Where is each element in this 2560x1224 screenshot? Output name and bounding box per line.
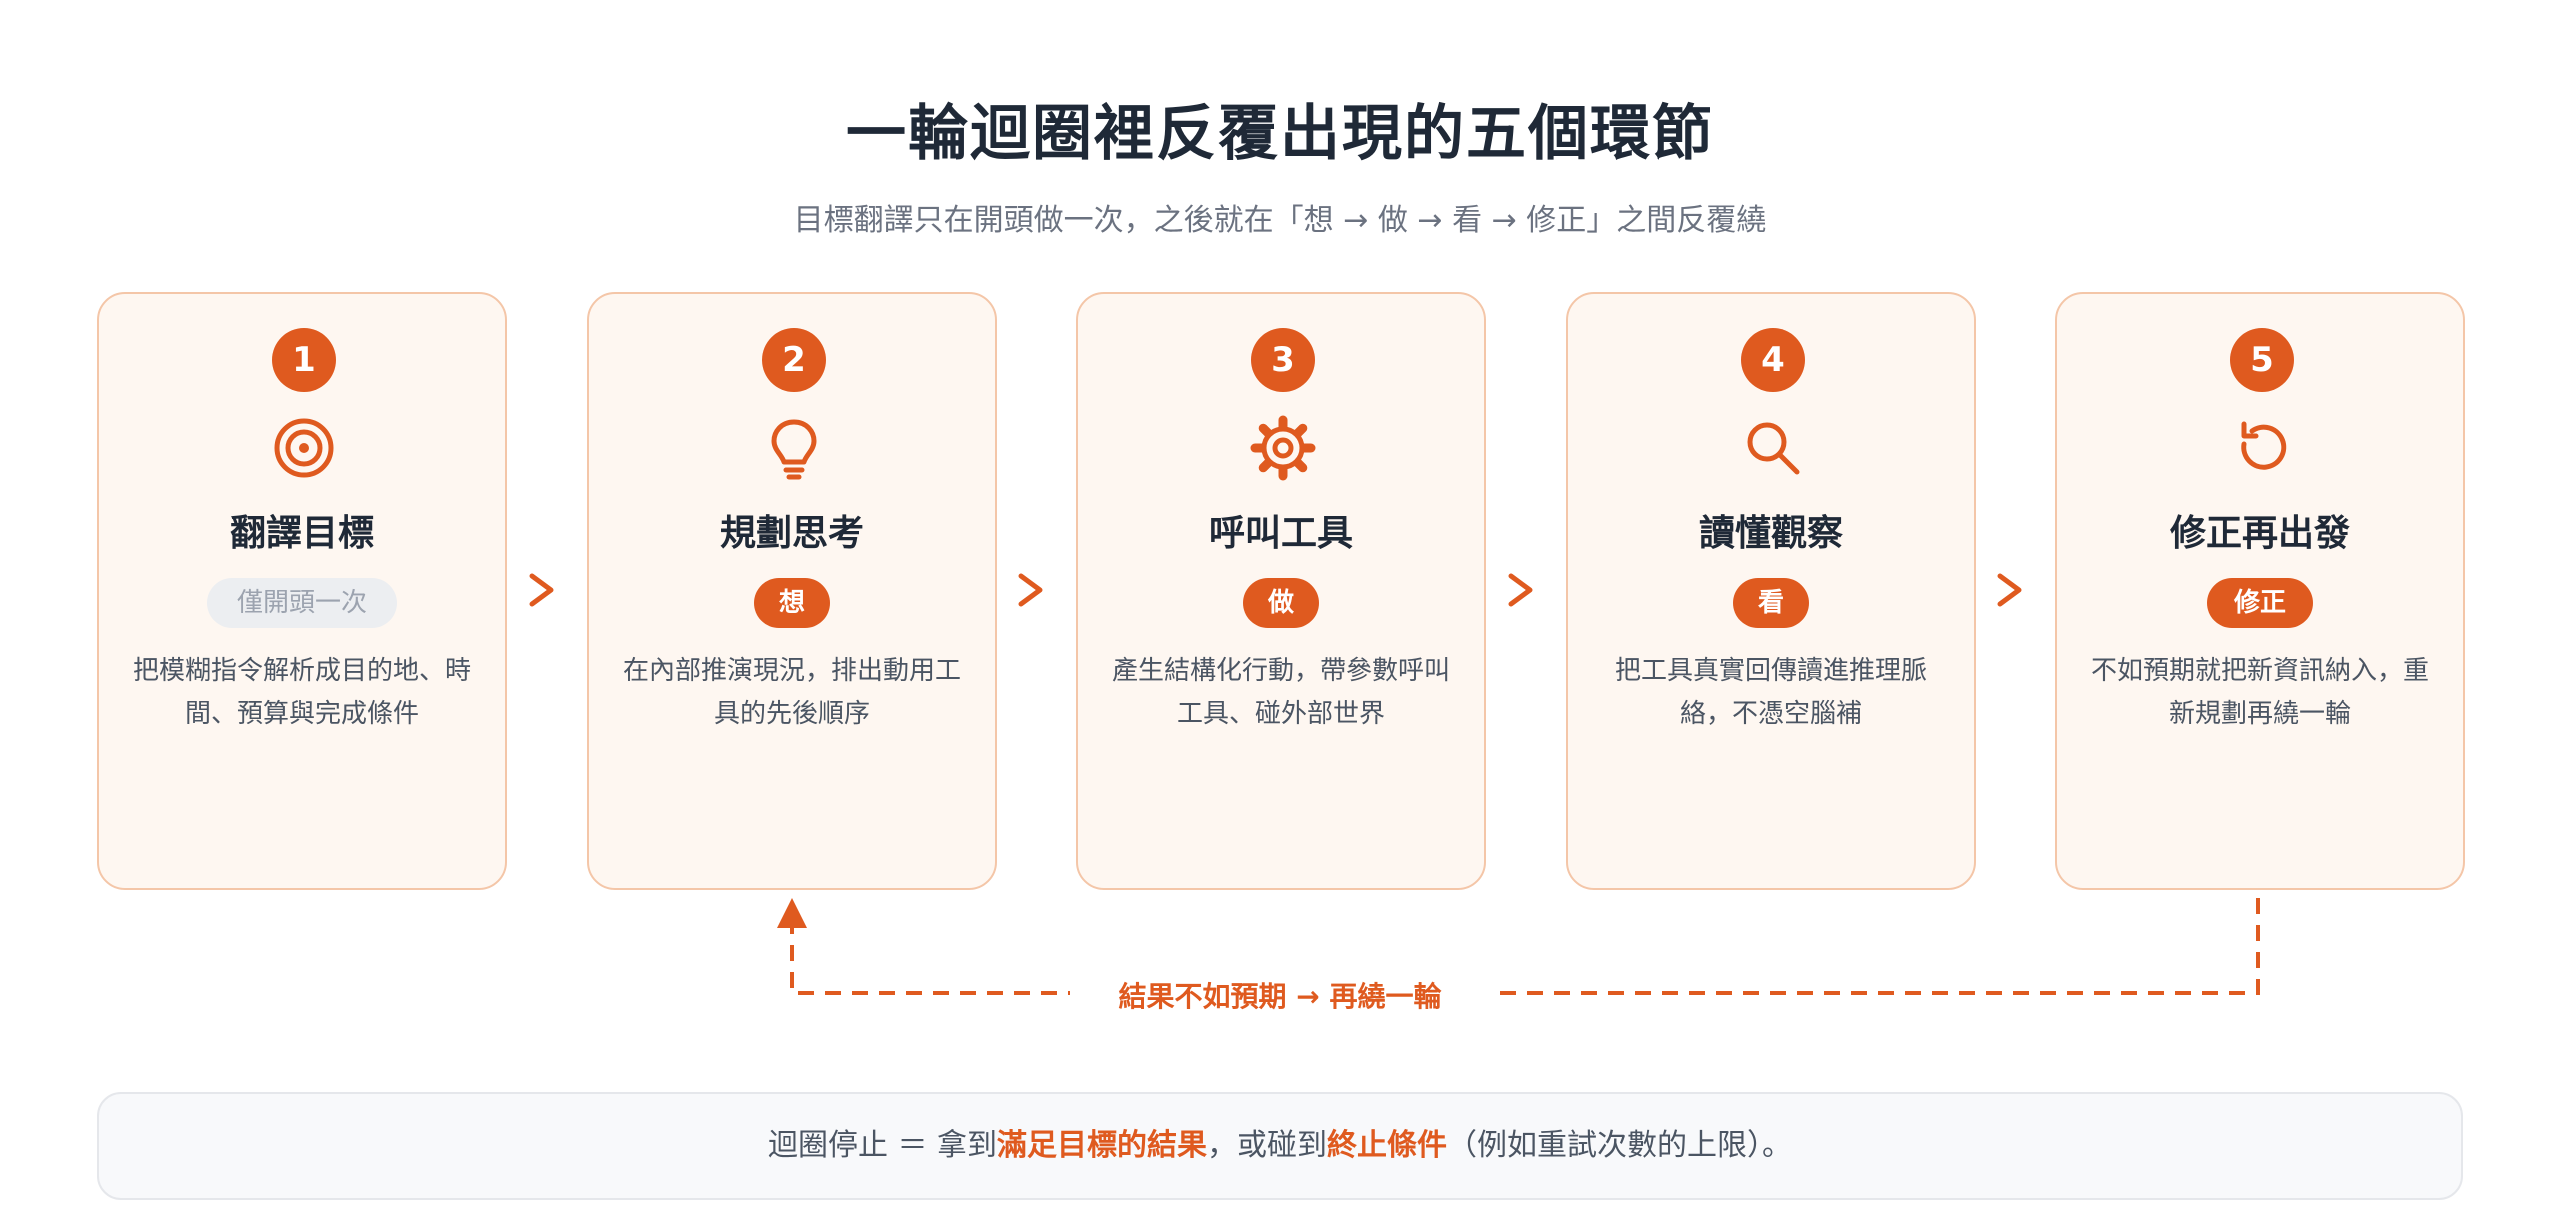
step-description: 把模糊指令解析成目的地、時間、預算與完成條件 [132, 656, 471, 729]
step-number: 2 [762, 328, 826, 392]
step-badge: 修正 [2207, 578, 2313, 628]
chevron-right-icon [527, 570, 557, 610]
step-card-2: 2 規劃思考 想 在內部推演現況，排出動用工具的先後順序 [587, 292, 997, 890]
arrow-head-icon [777, 898, 807, 928]
footer-highlight: 滿足目標的結果 [997, 1128, 1208, 1163]
step-description: 把工具真實回傳讀進推理脈絡，不憑空腦補 [1614, 656, 1927, 729]
step-card-1: 1 翻譯目標 僅開頭一次 把模糊指令解析成目的地、時間、預算與完成條件 [97, 292, 507, 890]
step-number: 3 [1251, 328, 1315, 392]
lightbulb-icon [760, 414, 828, 482]
step-badge: 看 [1733, 578, 1809, 628]
step-card-4: 4 讀懂觀察 看 把工具真實回傳讀進推理脈絡，不憑空腦補 [1566, 292, 1976, 890]
chevron-right-icon [1506, 570, 1536, 610]
step-number: 4 [1741, 328, 1805, 392]
stop-condition-box: 迴圈停止 ＝ 拿到滿足目標的結果，或碰到終止條件（例如重試次數的上限）。 [97, 1092, 2463, 1200]
step-badge: 做 [1243, 578, 1319, 628]
step-title: 呼叫工具 [1208, 513, 1353, 554]
step-title: 讀懂觀察 [1698, 513, 1843, 554]
step-card-5: 5 修正再出發 修正 不如預期就把新資訊納入，重新規劃再繞一輪 [2055, 292, 2465, 890]
chevron-right-icon [1016, 570, 1046, 610]
footer-text: 迴圈停止 ＝ 拿到 [767, 1128, 998, 1163]
page-subtitle: 目標翻譯只在開頭做一次，之後就在「想 → 做 → 看 → 修正」之間反覆繞 [793, 203, 1767, 238]
target-icon [270, 414, 338, 482]
step-number: 1 [272, 328, 336, 392]
footer-text: ，或碰到 [1207, 1128, 1328, 1163]
footer-text: （例如重試次數的上限）。 [1447, 1128, 1793, 1163]
step-number: 5 [2230, 328, 2294, 392]
search-icon [1739, 414, 1807, 482]
step-title: 翻譯目標 [229, 513, 374, 554]
gear-icon [1249, 414, 1317, 482]
page-title: 一輪迴圈裡反覆出現的五個環節 [846, 99, 1714, 169]
rotate-icon [2228, 414, 2296, 482]
step-description: 產生結構化行動，帶參數呼叫工具、碰外部世界 [1111, 656, 1450, 729]
step-card-3: 3 呼叫工具 做 產生結構化行動，帶參數呼叫工具、碰外部世界 [1076, 292, 1486, 890]
loop-label: 結果不如預期 → 再繞一輪 [1070, 975, 1490, 1015]
footer-highlight: 終止條件 [1327, 1128, 1448, 1163]
step-description: 在內部推演現況，排出動用工具的先後順序 [622, 656, 961, 729]
step-title: 規劃思考 [719, 513, 864, 554]
step-badge: 僅開頭一次 [207, 578, 397, 628]
step-badge: 想 [754, 578, 830, 628]
step-description: 不如預期就把新資訊納入，重新規劃再繞一輪 [2090, 656, 2429, 729]
step-title: 修正再出發 [2169, 513, 2350, 554]
chevron-right-icon [1995, 570, 2025, 610]
